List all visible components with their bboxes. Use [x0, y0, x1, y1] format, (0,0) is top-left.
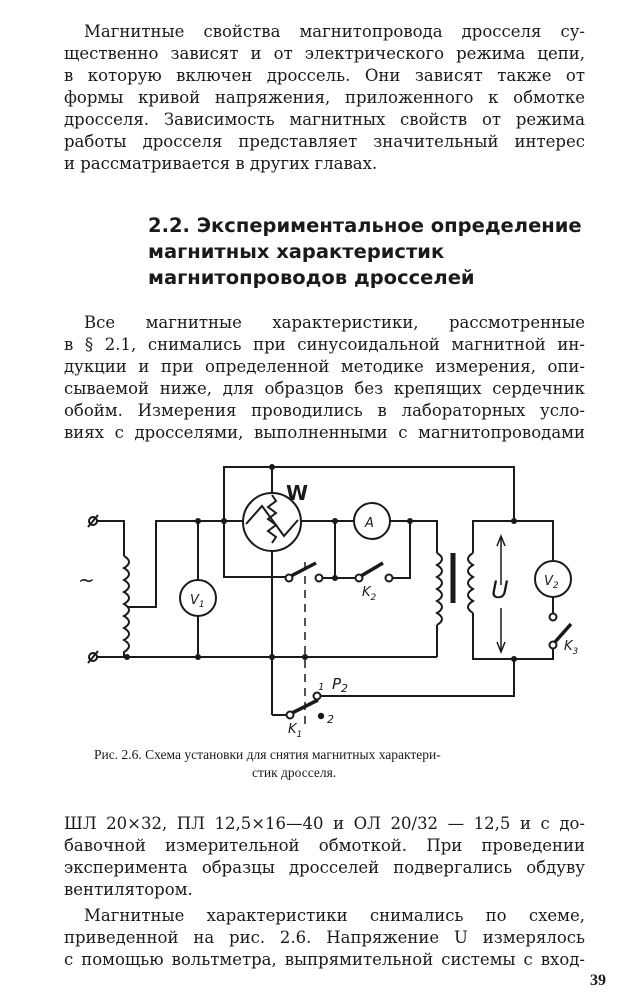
text-line: ШЛ 20×32, ПЛ 12,5×16—40 и ОЛ 20/32 — 12,…: [64, 814, 585, 833]
k1-label: K1: [288, 722, 302, 740]
text-line: в § 2.1, снимались при синусоидальной ма…: [64, 335, 585, 354]
v1-label: V1: [190, 593, 205, 610]
text-line: щественно зависят и от электрического ре…: [64, 44, 585, 63]
contact-2: [317, 712, 325, 720]
text-line: дукции и при определенной методике измер…: [64, 357, 585, 376]
p2-label: P2: [332, 675, 348, 695]
text-line: формы кривой напряжения, приложенного к …: [64, 88, 585, 107]
text-line: обойм. Измерения проводились в лаборатор…: [64, 401, 585, 420]
ac-source-symbol: ~: [78, 568, 95, 592]
text-line: Магнитные свойства магнитопровода дроссе…: [84, 22, 585, 41]
heading-line: магнитопроводов дросселей: [148, 266, 475, 289]
autotransformer-coil: [122, 555, 130, 658]
caption-line: стик дросселя.: [252, 765, 337, 780]
text-line: бавочной измерительной обмоткой. При про…: [64, 836, 585, 855]
text-line: и рассматривается в других главах.: [64, 154, 378, 173]
choke-primary-coil: [435, 552, 443, 626]
text-line: Магнитные характеристики снимались по сх…: [84, 906, 585, 925]
k2-label: K2: [362, 585, 377, 603]
p2-position-2: 2: [327, 713, 334, 726]
voltage-u-label: U: [491, 576, 509, 604]
heading-line: 2.2. Экспериментальное определение: [148, 214, 582, 237]
p2-position-1: 1: [318, 682, 324, 693]
v2-label: V2: [544, 574, 559, 591]
caption-line: Рис. 2.6. Схема установки для снятия маг…: [94, 747, 441, 762]
choke-secondary-coil: [467, 552, 475, 614]
k3-label: K3: [564, 639, 579, 657]
text-line: работы дросселя представляет значительны…: [64, 132, 585, 151]
wattmeter-label: W: [286, 481, 308, 505]
voltmeter-v2: [534, 560, 572, 598]
text-line: с помощью вольтметра, выпрямительной сис…: [64, 950, 585, 969]
text-line: виях с дросселями, выполненными с магнит…: [64, 423, 585, 442]
text-line: сываемой ниже, для образцов без крепящих…: [64, 379, 585, 398]
text-line: в которую включен дроссель. Они зависят …: [64, 66, 585, 85]
ammeter-label: A: [364, 516, 374, 531]
text-line: эксперимента образцы дросселей подвергал…: [64, 858, 585, 877]
text-line: Все магнитные характеристики, рассмотрен…: [84, 313, 585, 332]
text-line: дросселя. Зависимость магнитных свойств …: [64, 110, 585, 129]
text-line: приведенной на рис. 2.6. Напряжение U из…: [64, 928, 585, 947]
page-number: 39: [590, 972, 606, 989]
heading-line: магнитных характеристик: [148, 240, 445, 263]
text-line: вентилятором.: [64, 880, 193, 899]
